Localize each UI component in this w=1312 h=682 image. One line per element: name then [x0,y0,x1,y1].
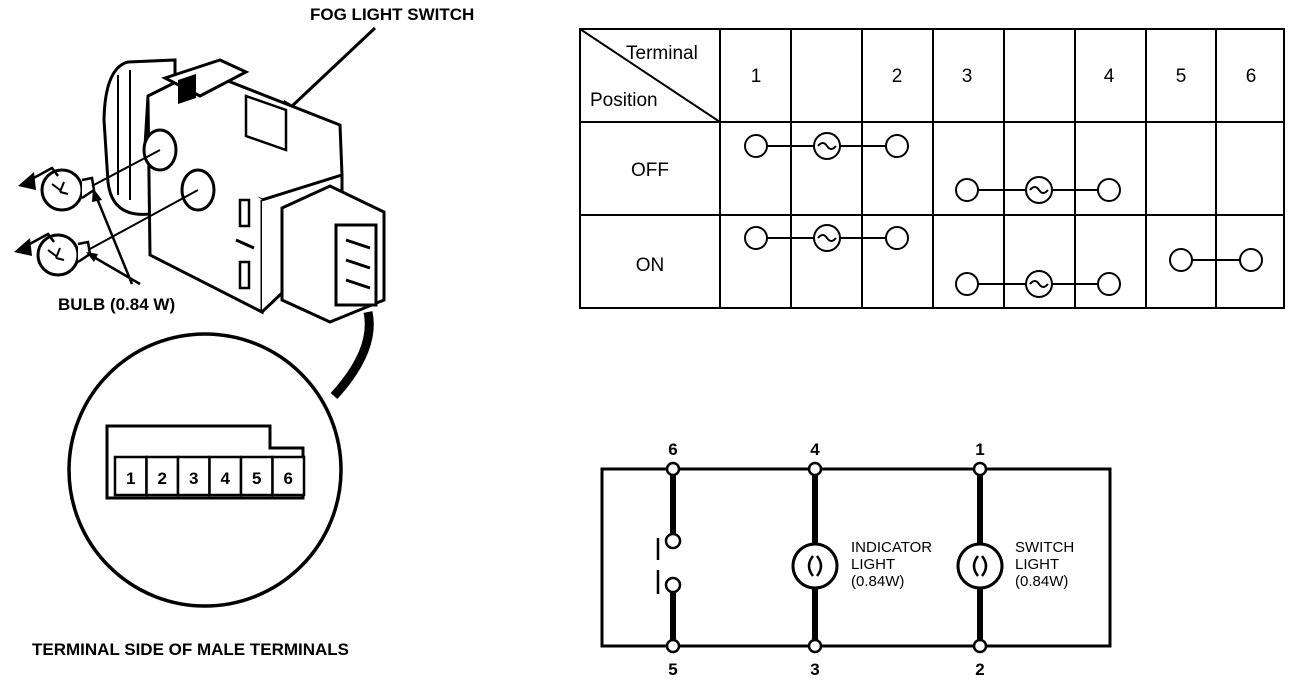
connector-pin-cell [271,455,306,497]
connector-pin-cell [113,455,148,497]
connector-pin-number: 3 [189,469,198,488]
continuity-on-indicator [955,270,1121,298]
header-terminal-label: Terminal [626,43,698,64]
row-label-off: OFF [631,160,669,181]
bulbs [14,149,199,277]
column-header: 2 [892,66,903,87]
continuity-off-switch-light [744,132,909,160]
column-header: 4 [1104,66,1115,87]
connector-pin-number: 5 [252,469,261,488]
switch-schematic: INDICATOR LIGHT (0.84W) SWITCH LIGHT (0.… [600,440,1112,679]
connector-pin-number: 4 [221,469,231,488]
column-header: 1 [751,66,762,87]
row-label-on: ON [636,255,665,276]
column-header: 3 [962,66,973,87]
magnifier-leader [330,311,374,400]
switch-contacts [655,469,682,646]
connector-pin-cell [176,455,211,497]
indicator-label-line3: (0.84W) [851,573,904,590]
connector-pin-number: 6 [284,469,293,488]
switch-light-label-line2: LIGHT [1015,556,1059,573]
connector-pin-cell [239,455,274,497]
continuity-on-switch [1169,248,1263,272]
switch-illustration: FOG LIGHT SWITCH [14,5,474,659]
top-terminal-label: 4 [810,440,820,459]
column-header: 5 [1176,66,1187,87]
top-terminal-label: 1 [975,440,984,459]
schematic-outline [600,467,1112,648]
continuity-table: Terminal Position 1 2 3 4 5 6 OFF ON [579,28,1285,309]
header-position-label: Position [590,90,658,111]
continuity-on-switch-light [744,224,909,252]
bottom-terminal-label: 2 [975,660,984,679]
bottom-terminal-label: 5 [668,660,677,679]
terminal-side-label: TERMINAL SIDE OF MALE TERMINALS [32,640,349,659]
top-terminal-label: 6 [668,440,677,459]
indicator-label-line2: LIGHT [851,556,895,573]
indicator-light-bulb [791,542,839,590]
switch-body [102,58,386,324]
connector-pins: 1 2 3 4 5 6 [113,455,306,497]
header-diagonal [579,28,721,123]
switch-light-branch: SWITCH LIGHT (0.84W) [956,469,1074,646]
bottom-terminal-label: 3 [810,660,819,679]
title-leader-line [288,26,377,110]
indicator-light-branch: INDICATOR LIGHT (0.84W) [791,469,932,646]
switch-title: FOG LIGHT SWITCH [310,5,474,24]
switch-light-bulb [956,542,1004,590]
connector-pin-number: 2 [158,469,167,488]
switch-light-label-line3: (0.84W) [1015,573,1068,590]
column-headers: 1 2 3 4 5 6 [751,66,1257,87]
column-header: 6 [1246,66,1257,87]
indicator-label-line1: INDICATOR [851,539,932,556]
continuity-off-indicator [955,176,1121,204]
bulb-label: BULB (0.84 W) [58,295,175,314]
connector-pin-number: 1 [126,469,135,488]
switch-light-label-line1: SWITCH [1015,539,1074,556]
